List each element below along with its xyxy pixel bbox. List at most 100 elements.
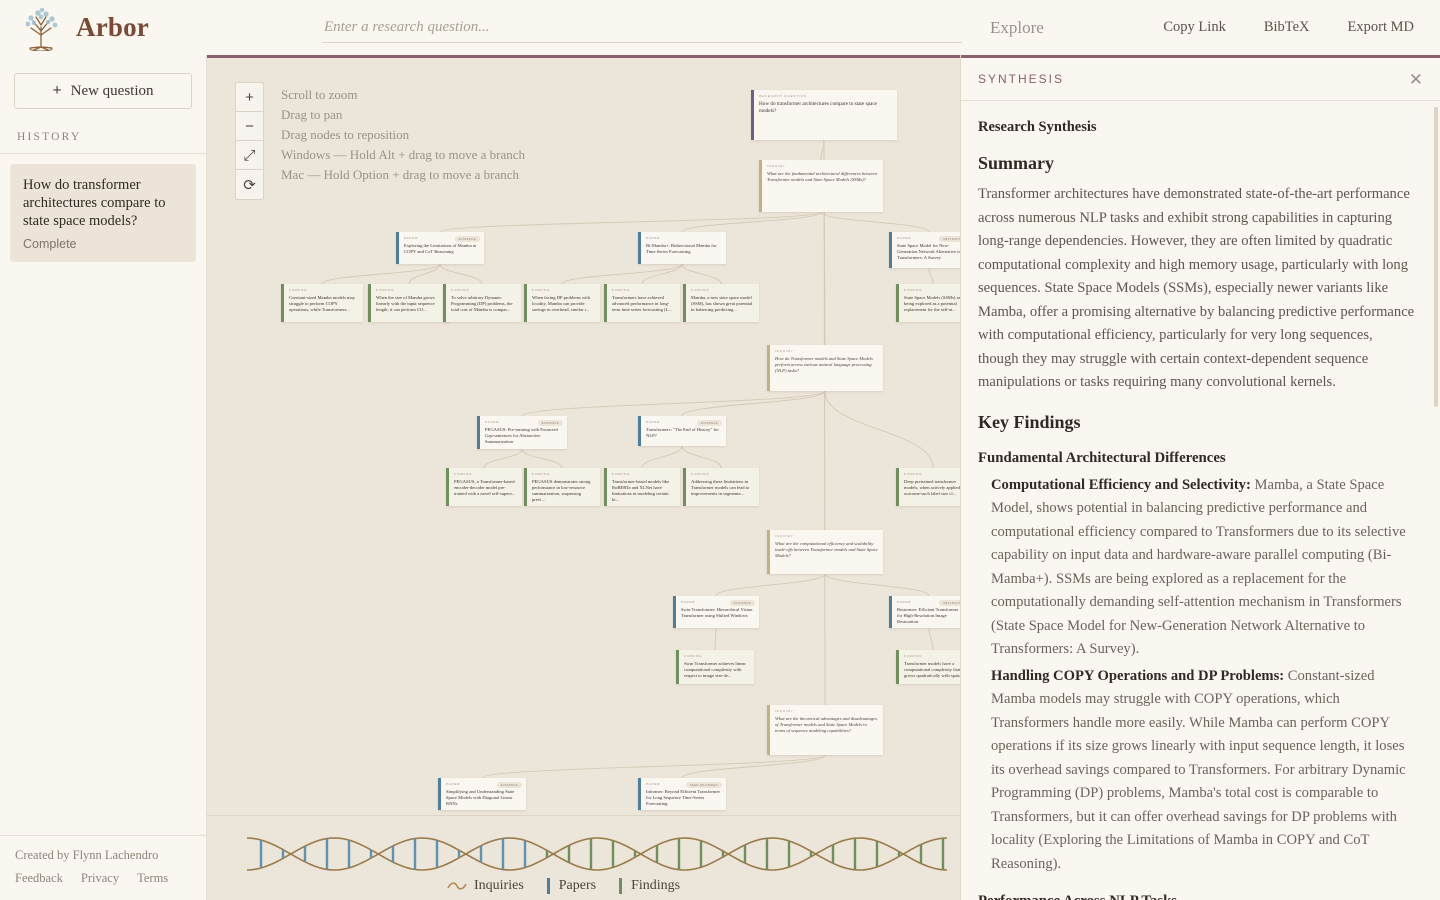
map-node-finding[interactable]: FINDING PEGASUS, a Transformer-based enco… [446, 468, 522, 506]
search-input[interactable] [322, 12, 962, 43]
node-text: How do Transformer models and State Spac… [775, 355, 873, 373]
header-actions: Copy Link BibTeX Export MD [1163, 19, 1440, 36]
export-md-button[interactable]: Export MD [1347, 19, 1414, 35]
canvas-hints: Scroll to zoom Drag to pan Drag nodes to… [281, 85, 525, 185]
node-text: Swin Transformer achieves linear computa… [684, 660, 746, 678]
node-badge: EVIDENCE [454, 236, 480, 242]
node-text: Mamba, a new state space model (SSM), ha… [691, 294, 753, 312]
history-heading: HISTORY [17, 131, 82, 143]
zoom-in-button[interactable]: + [236, 83, 263, 112]
plus-icon: + [52, 82, 62, 99]
zoom-controls: + − ⤢ ⟳ [235, 82, 264, 200]
legend-findings-label: Findings [631, 878, 681, 893]
node-kicker: FINDING [289, 288, 308, 292]
hint-drag-nodes: Drag nodes to reposition [281, 127, 410, 142]
feedback-link[interactable]: Feedback [15, 871, 63, 885]
map-node-inquiry[interactable]: INQUIRY What are the theoretical advantag… [767, 705, 883, 755]
node-text: PEGASUS, a Transformer-based encoder-dec… [454, 478, 516, 496]
bar-icon [546, 878, 550, 894]
node-text: How do transformer architectures compare… [759, 100, 877, 114]
map-node-finding[interactable]: FINDING Swin Transformer achieves linear … [676, 650, 754, 684]
history-item[interactable]: How do transformer architectures compare… [10, 164, 196, 262]
node-badge: ABSTRACT [939, 236, 965, 242]
new-question-label: New question [70, 82, 154, 99]
map-node-finding[interactable]: FINDING Constant-sized Mamba models may s… [281, 284, 363, 322]
node-kicker: FINDING [904, 654, 923, 658]
helix-graphic [247, 837, 947, 871]
node-text: Swin Transformer: Hierarchical Vision Tr… [681, 606, 753, 618]
close-icon[interactable]: ✕ [1408, 69, 1423, 89]
node-kicker: FINDING [684, 654, 703, 658]
node-text: What are the computational efficiency an… [775, 540, 878, 558]
node-text: PEGASUS: Pre-training with Extracted Gap… [485, 426, 558, 444]
map-node-finding[interactable]: FINDING Transformer models have a computa… [896, 650, 970, 684]
node-badge: EVIDENCE [496, 782, 522, 788]
zoom-out-button[interactable]: − [236, 112, 263, 141]
node-text: Transformers: "The End of History" for N… [646, 426, 719, 438]
explore-button[interactable]: Explore [980, 14, 1054, 42]
hint-windows-branch: Windows — Hold Alt + drag to move a bran… [281, 147, 526, 162]
summary-heading: Summary [978, 153, 1054, 173]
terms-link[interactable]: Terms [137, 871, 169, 885]
node-kicker: FINDING [451, 288, 470, 292]
node-text: Bi-Mamba+: Bidirectional Mamba for Time … [646, 242, 717, 254]
map-node-inquiry[interactable]: INQUIRY How do Transformer models and Sta… [767, 345, 883, 391]
node-text: When facing DP problems with locality, M… [532, 294, 591, 312]
node-text: What are the theoretical advantages and … [775, 715, 877, 733]
brand-name: Arbor [76, 12, 149, 42]
legend-inquiries: Inquiries [447, 878, 524, 894]
sidebar-footer: Created by Flynn Lachendro Feedback Priv… [0, 835, 206, 900]
findings-section-heading: Fundamental Architectural Differences [978, 449, 1226, 466]
node-text: Transformer-based models like RoBERTa an… [612, 478, 670, 503]
node-badge: EVIDENCE [537, 420, 563, 426]
fit-screen-button[interactable]: ⤢ [236, 141, 263, 170]
node-text: Constant-sized Mamba models may struggle… [289, 294, 355, 312]
panel-accent-rule [961, 55, 1440, 58]
brand: Arbor [0, 5, 207, 51]
node-text: State Space Model for New-Generation Net… [897, 242, 961, 260]
node-badge: PEER-REVIEWED [685, 782, 722, 788]
node-text: Transformer models have a computational … [904, 660, 965, 678]
node-kicker: PAPER [646, 420, 661, 424]
node-kicker: INQUIRY [775, 349, 794, 353]
bibtex-button[interactable]: BibTeX [1263, 19, 1310, 35]
panel-body[interactable]: Research Synthesis Summary Transformer a… [961, 101, 1440, 900]
accent-rule [207, 55, 1440, 58]
scrollbar[interactable] [1434, 107, 1438, 407]
new-question-button[interactable]: + New question [14, 73, 192, 109]
refresh-button[interactable]: ⟳ [243, 176, 256, 194]
node-kicker: PAPER [485, 420, 500, 424]
copy-link-button[interactable]: Copy Link [1163, 19, 1226, 35]
node-badge: EVIDENCE [729, 600, 755, 606]
legend-inquiries-label: Inquiries [474, 878, 524, 893]
privacy-link[interactable]: Privacy [80, 871, 120, 885]
finding-item-label: Computational Efficiency and Selectivity… [991, 476, 1251, 493]
node-kicker: FINDING [454, 472, 473, 476]
history-item-status: Complete [23, 237, 77, 251]
legend-papers: Papers [546, 878, 596, 894]
node-kicker: INQUIRY [775, 709, 794, 713]
